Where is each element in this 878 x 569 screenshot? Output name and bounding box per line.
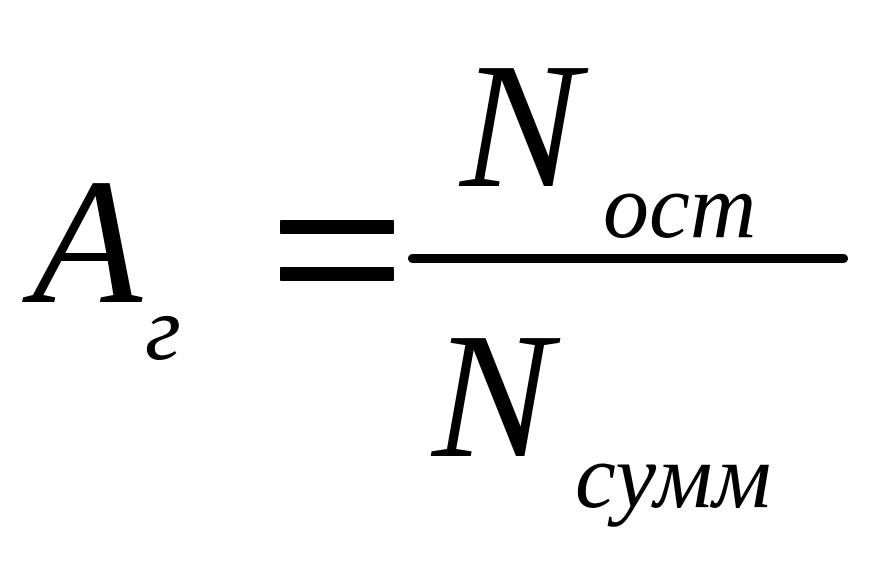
denominator-symbol: N (432, 296, 553, 495)
equals-sign-bottom-bar (280, 267, 394, 281)
numerator-subscript: ост (603, 155, 757, 257)
equals-sign-top-bar (280, 220, 394, 234)
denominator-subscript: сумм (575, 425, 772, 527)
numerator-symbol: N (460, 26, 581, 225)
fraction-line (408, 254, 848, 263)
lhs-symbol: A (32, 142, 142, 341)
lhs-subscript: г (145, 277, 181, 379)
